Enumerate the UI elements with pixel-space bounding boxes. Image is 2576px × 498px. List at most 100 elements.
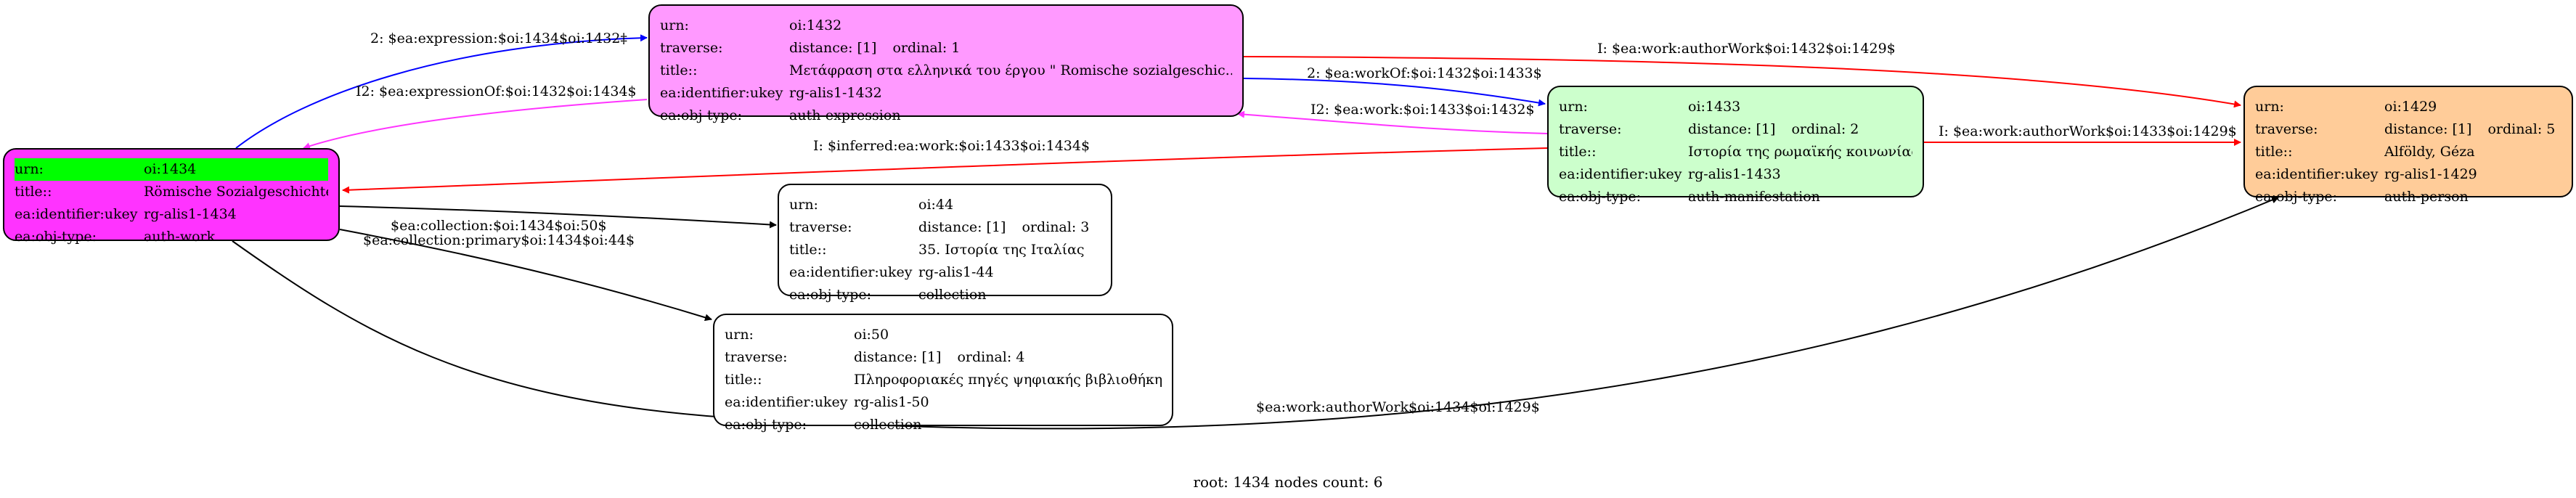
row-key: ea:obj-type: [789,287,872,303]
row-key: ea:obj-type: [1559,189,1642,205]
row-key: ea:identifier:ukey [1559,166,1682,182]
edge-label: I: $ea:work:authorWork$oi:1433$oi:1429$ [1939,123,2237,139]
row-value: rg-alis1-1429 [2384,166,2477,182]
row-value: oi:1434 [144,158,328,181]
edge-label: 2: $ea:workOf:$oi:1432$oi:1433$ [1307,65,1542,81]
row-key: traverse: [789,219,852,235]
row-ordinal: ordinal: 4 [957,349,1025,365]
row-value: oi:50 [854,327,889,343]
row-value: auth-expression [789,107,901,123]
row-value: distance: [1]ordinal: 5 [2384,118,2561,141]
row-value: Μετάφραση στα ελληνικά του έργου " Romis… [789,62,1232,78]
row-value: rg-alis1-50 [854,394,929,410]
row-key: ea:identifier:ukey [725,394,848,410]
node-row: urn:oi:1434 [15,158,328,181]
row-value: rg-alis1-1434 [144,206,237,222]
node-row: urn: oi:44 [789,194,1101,216]
row-value: collection [854,417,922,433]
node-row: ea:obj-type: auth-work [15,226,328,248]
node-row: ea:obj-type: auth-person [2255,186,2561,208]
row-ordinal: ordinal: 1 [892,40,961,56]
edge-n1433-n1434 [342,147,1548,194]
edge-n1432-n1433 [1243,78,1546,107]
row-key: ea:obj-type: [2255,189,2338,205]
row-value: distance: [1]ordinal: 3 [918,216,1101,239]
node-oi-44[interactable]: urn: oi:44 traverse: distance: [1]ordinal: … [778,184,1112,303]
node-row: urn:oi:1429 [2255,96,2561,118]
row-key: urn: [1559,99,1588,115]
row-value: oi:1429 [2384,99,2437,115]
row-key: ea:identifier:ukey [660,85,783,101]
row-value: Ιστορία της ρωμαϊκής κοινωνίας [1688,144,1912,160]
node-row: traverse: distance: [1]ordinal: 3 [789,216,1101,239]
row-value: auth-person [2384,189,2469,205]
edge-label: $ea:work:authorWork$oi:1434$oi:1429$ [1256,399,1540,415]
edge-label: I2: $ea:expressionOf:$oi:1432$oi:1434$ [356,83,637,99]
row-key: urn: [15,158,144,181]
row-key: urn: [660,17,689,33]
node-row: title::Alföldy, Géza [2255,141,2561,163]
node-row: ea:identifier:ukey rg-alis1-1434 [15,203,328,226]
row-key: ea:obj-type: [725,417,807,433]
row-key: ea:identifier:ukey [15,206,138,222]
row-value: auth-manifestation [1688,189,1820,205]
edge-label: I: $ea:work:authorWork$oi:1432$oi:1429$ [1597,41,1896,57]
row-value: oi:44 [918,197,954,213]
row-value: collection [918,287,987,303]
row-key: traverse: [660,40,723,56]
node-row: ea:obj-type: collection [725,414,1162,436]
edge-n1434-n50 [339,229,712,322]
edge-label: I2: $ea:work:$oi:1433$oi:1432$ [1311,102,1535,118]
row-value: oi:1433 [1688,99,1741,115]
row-key: urn: [725,327,754,343]
node-row: traverse: distance: [1]ordinal: 1 [660,37,1232,60]
row-key: ea:obj-type: [660,107,743,123]
node-row: urn: oi:1433 [1559,96,1912,118]
row-key: traverse: [1559,121,1622,137]
node-row: ea:obj-type: collection [789,284,1101,306]
node-row: ea:identifier:ukey rg-alis1-50 [725,391,1162,414]
row-ordinal: ordinal: 2 [1791,121,1859,137]
row-value: distance: [1]ordinal: 1 [789,37,1232,60]
node-row: urn:oi:1432 [660,15,1232,37]
row-ordinal: ordinal: 3 [1022,219,1090,235]
node-row: ea:obj-type: auth-manifestation [1559,186,1912,208]
row-key: ea:obj-type: [15,229,97,245]
node-row: ea:identifier:ukey rg-alis1-1432 [660,82,1232,105]
row-key: title:: [2255,144,2293,160]
node-row: title::35. Ιστορία της Ιταλίας [789,239,1101,261]
row-value: rg-alis1-44 [918,264,994,280]
node-row: title::Römische Sozialgeschichte [15,181,328,203]
row-key: title:: [725,372,762,388]
edge-label: I: $inferred:ea:work:$oi:1433$oi:1434$ [813,138,1091,154]
edge-n1432-n1434 [303,99,648,150]
row-value: rg-alis1-1432 [789,85,882,101]
row-key: traverse: [2255,121,2318,137]
row-value: Römische Sozialgeschichte [144,184,328,200]
node-oi-1429[interactable]: urn:oi:1429 traverse: distance: [1]ordinal… [2243,86,2573,205]
edge-n1434-n44 [339,205,777,229]
node-oi-1432[interactable]: urn:oi:1432 traverse: distance: [1]ordinal… [648,4,1244,123]
row-value: auth-work [144,229,216,245]
edge-n1433-n1432 [1237,110,1548,134]
row-value: 35. Ιστορία της Ιταλίας [918,242,1085,258]
row-key: title:: [15,184,52,200]
node-row: urn: oi:50 [725,324,1162,346]
edge-label: $ea:collection:$oi:1434$oi:50$ [391,218,607,234]
row-key: urn: [789,197,818,213]
node-row: title::Ιστορία της ρωμαϊκής κοινωνίας [1559,141,1912,163]
node-row: title::Μετάφραση στα ελληνικά του έργου … [660,60,1232,82]
row-value: Alföldy, Géza [2384,144,2475,160]
row-key: title:: [789,242,827,258]
row-value: distance: [1]ordinal: 4 [854,346,1162,369]
edge-n1434-n1429 [232,196,2279,430]
row-value: Πληροφοριακές πηγές ψηφιακής βιβλιοθήκης [854,372,1162,388]
edge-label: 2: $ea:expression:$oi:1434$oi:1432‡ [370,30,627,46]
